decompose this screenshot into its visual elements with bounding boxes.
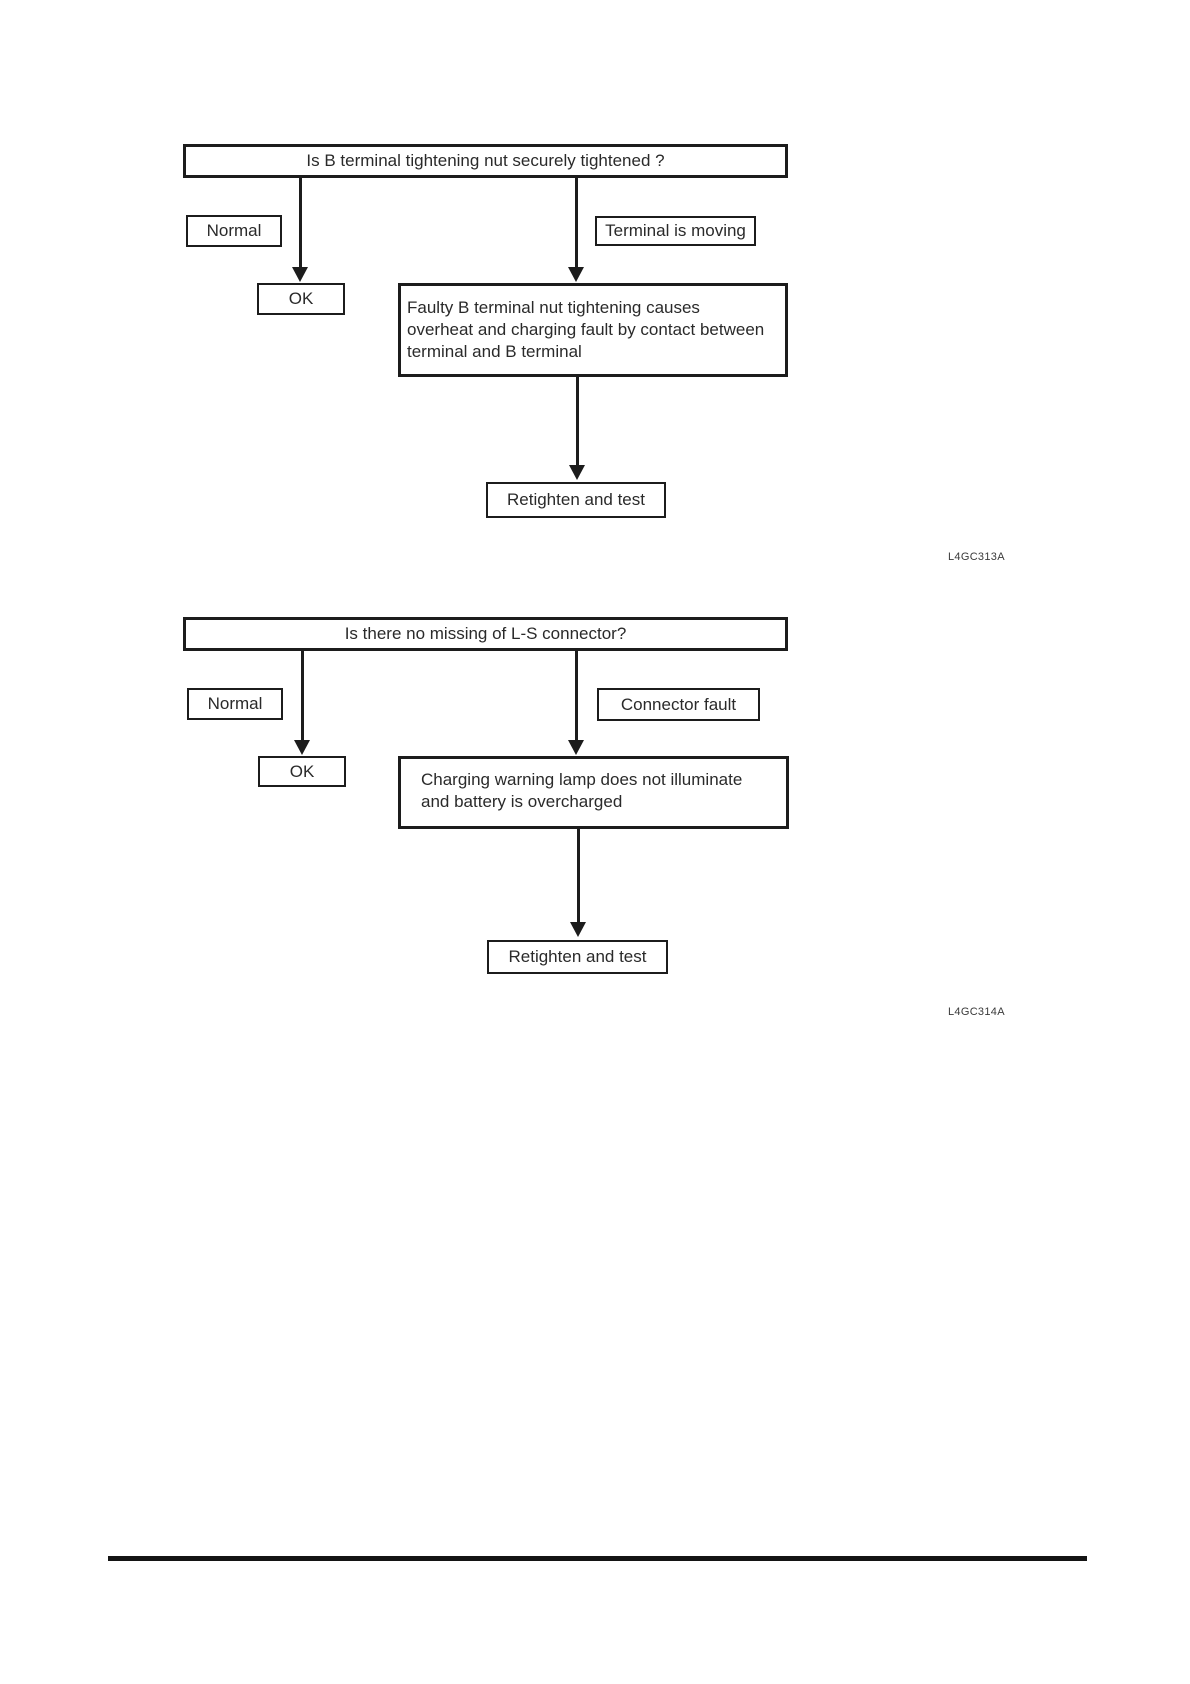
branch-label-fault: Connector fault: [597, 688, 760, 721]
arrowhead-icon: [569, 465, 585, 480]
outcome-ok-box: OK: [257, 283, 345, 315]
footer-divider: [108, 1556, 1087, 1561]
connector-line-left: [299, 178, 302, 268]
connector-line-down: [576, 377, 579, 465]
decision-box: Is there no missing of L-S connector?: [183, 617, 788, 651]
decision-box: Is B terminal tightening nut securely ti…: [183, 144, 788, 178]
action-text: Retighten and test: [507, 490, 645, 509]
branch-label-normal: Normal: [186, 215, 282, 247]
branch-label-text: Terminal is moving: [605, 221, 746, 240]
connector-line-right: [575, 651, 578, 740]
fault-description-text: Charging warning lamp does not illuminat…: [421, 770, 743, 811]
decision-question: Is B terminal tightening nut securely ti…: [306, 151, 665, 170]
decision-question: Is there no missing of L-S connector?: [344, 624, 627, 643]
outcome-ok-box: OK: [258, 756, 346, 787]
action-text: Retighten and test: [508, 947, 647, 966]
figure-code: L4GC313A: [948, 551, 1005, 563]
action-box: Retighten and test: [486, 482, 666, 518]
connector-line-down: [577, 829, 580, 922]
outcome-ok-text: OK: [289, 761, 315, 781]
branch-label-normal: Normal: [187, 688, 283, 720]
fault-description-text: Faulty B terminal nut tightening causes …: [407, 298, 765, 361]
arrowhead-icon: [570, 922, 586, 937]
branch-label-text: Normal: [206, 221, 262, 240]
figure-code-text: L4GC314A: [948, 1006, 1005, 1018]
branch-label-text: Normal: [207, 694, 263, 713]
branch-label-text: Connector fault: [620, 694, 737, 714]
outcome-ok-text: OK: [288, 289, 314, 308]
branch-label-fault: Terminal is moving: [595, 216, 756, 246]
fault-description-box: Faulty B terminal nut tightening causes …: [398, 283, 788, 377]
connector-line-right: [575, 178, 578, 268]
arrowhead-icon: [294, 740, 310, 755]
arrowhead-icon: [292, 267, 308, 282]
action-box: Retighten and test: [487, 940, 668, 974]
fault-description-box: Charging warning lamp does not illuminat…: [398, 756, 789, 829]
arrowhead-icon: [568, 267, 584, 282]
figure-code-text: L4GC313A: [948, 551, 1005, 563]
connector-line-left: [301, 651, 304, 740]
arrowhead-icon: [568, 740, 584, 755]
figure-code: L4GC314A: [948, 1006, 1005, 1018]
